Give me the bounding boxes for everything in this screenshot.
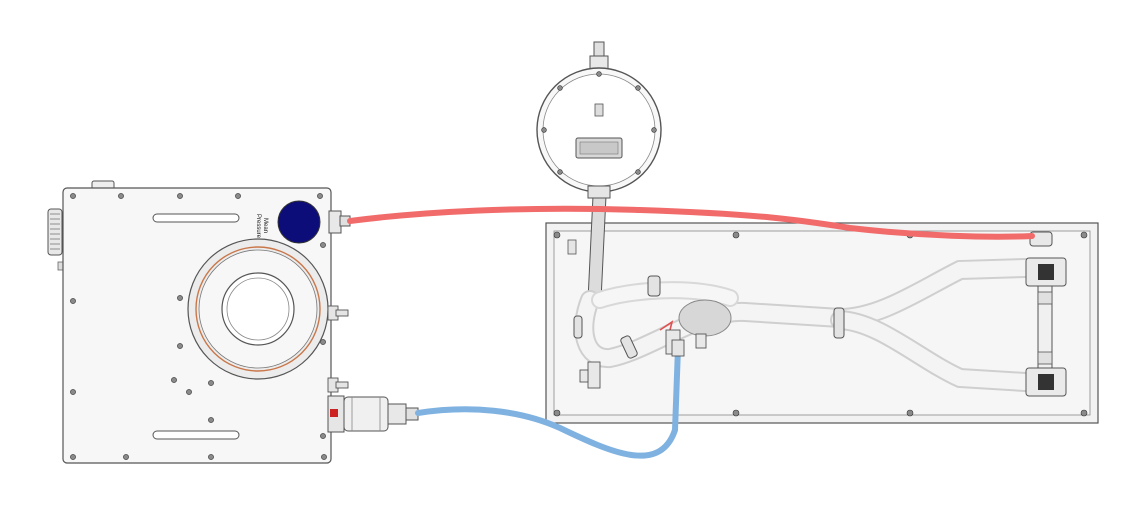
side-knob <box>47 208 63 256</box>
pressure-gauge <box>536 41 662 199</box>
valve-body <box>678 299 732 337</box>
mean-pressure-label-line2: Pressure <box>255 214 261 239</box>
pump-unit: Mean Pressure <box>47 180 419 464</box>
flow-hose <box>415 345 681 459</box>
pressure-outlet-fitting <box>328 210 342 234</box>
mean-pressure-indicator <box>277 200 321 244</box>
flow-outlet-connector <box>327 395 419 433</box>
valve-assembly <box>1025 231 1067 397</box>
pressure-hose <box>347 205 1035 240</box>
mean-pressure-label-line1: Mean <box>262 218 268 233</box>
hose-clamp <box>573 275 845 359</box>
side-clamp <box>327 305 349 393</box>
test-panel <box>545 195 1099 424</box>
top-slot <box>152 213 240 223</box>
bottom-slot <box>152 430 240 440</box>
